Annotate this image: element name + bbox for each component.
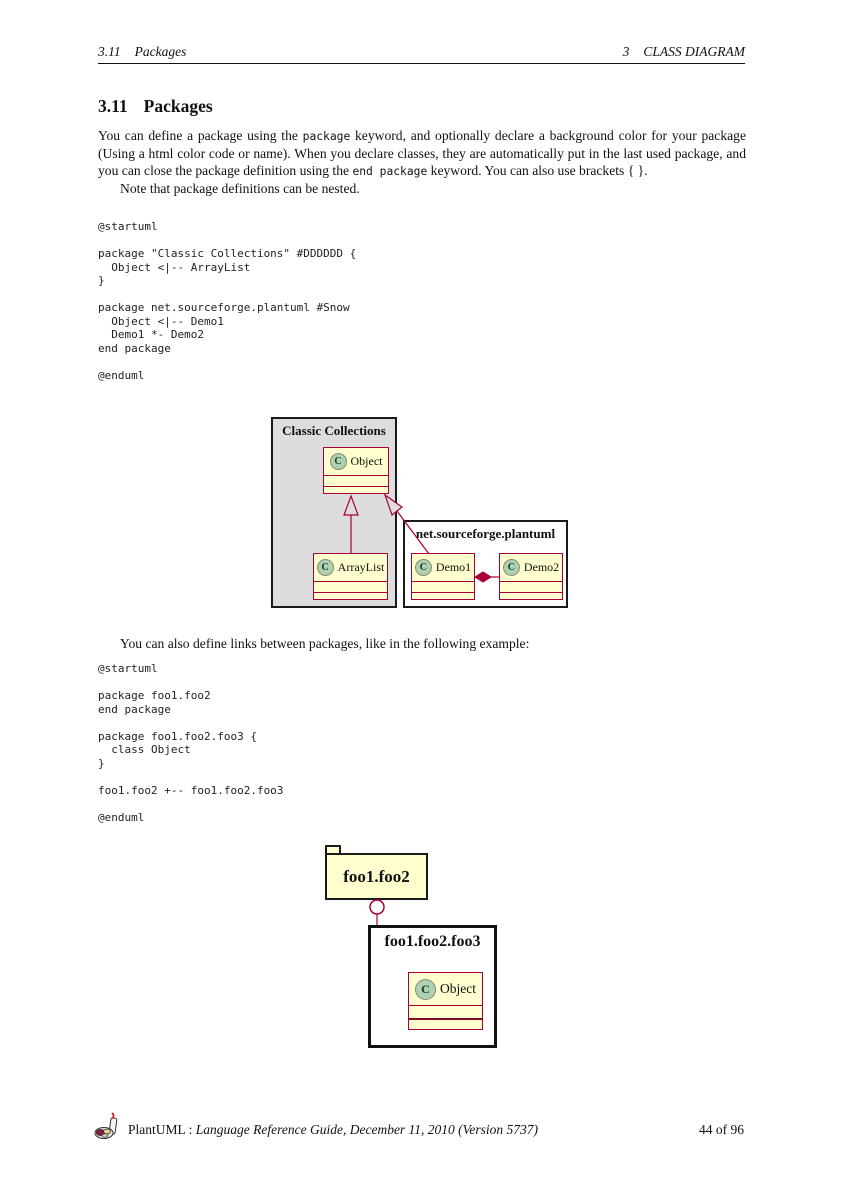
class-box-demo2: C Demo2	[499, 553, 563, 600]
class-box-arraylist: C ArrayList	[313, 553, 388, 600]
class-fields-compartment	[324, 476, 388, 487]
footer-document-title: Language Reference Guide, December 11, 2…	[195, 1122, 539, 1137]
code-block-1: @startuml package "Classic Collections" …	[98, 220, 357, 382]
section-number: 3.11	[98, 96, 128, 116]
inline-code-end-package: end package	[352, 165, 428, 178]
class-methods-compartment	[314, 593, 387, 599]
running-header-right-number: 3	[622, 44, 630, 59]
running-header-right: 3 CLASS DIAGRAM	[623, 44, 745, 60]
plantuml-logo-icon	[94, 1112, 122, 1146]
package-classic-collections-title: Classic Collections	[282, 423, 386, 438]
class-box-demo1: C Demo1	[411, 553, 475, 600]
footer-brand: PlantUML :	[128, 1122, 196, 1137]
page-number: 44 of 96	[699, 1122, 744, 1137]
class-fields-compartment	[314, 582, 387, 593]
intro-seg-3: keyword. You can also use brackets { }.	[427, 163, 648, 178]
class-methods-compartment	[412, 593, 474, 599]
class-object-name-row: C Object	[324, 448, 388, 476]
class-icon: C	[415, 978, 436, 1000]
class-demo1-label: Demo1	[435, 560, 472, 574]
class-fields-compartment	[412, 582, 474, 593]
intro-paragraph: You can define a package using the packa…	[98, 127, 746, 197]
class-demo1-name-row: C Demo1	[412, 554, 474, 582]
inline-code-package: package	[302, 130, 351, 143]
class-demo2-name-row: C Demo2	[500, 554, 562, 582]
header-rule	[98, 63, 745, 64]
package-foo1-foo2-foo3-title: foo1.foo2.foo3	[384, 933, 481, 950]
intro-text: You can define a package using the packa…	[98, 127, 746, 180]
intro-seg-2: keyword, and optionally declare a backgr…	[98, 128, 746, 178]
class-icon: C	[414, 559, 432, 576]
footer-text: PlantUML : Language Reference Guide, Dec…	[128, 1122, 538, 1138]
running-header-left: 3.11 Packages	[98, 44, 186, 60]
class-methods-compartment	[324, 487, 388, 493]
package-net-sourceforge-plantuml-title: net.sourceforge.plantuml	[415, 526, 556, 541]
anchor-circle-icon	[369, 899, 385, 915]
class-icon: C	[316, 559, 334, 576]
class-fields-compartment	[500, 582, 562, 593]
page-footer: PlantUML : Language Reference Guide, Dec…	[0, 1110, 843, 1150]
class-box-object: C Object	[323, 447, 389, 494]
class-fields-compartment	[409, 1006, 482, 1020]
links-paragraph: You can also define links between packag…	[120, 636, 530, 651]
running-header-left-number: 3.11	[98, 44, 121, 59]
package-folder-tab	[325, 845, 341, 854]
class-arraylist-name-row: C ArrayList	[314, 554, 387, 582]
class-object-label: Object	[440, 981, 476, 996]
class-object-name-row: C Object	[409, 973, 482, 1006]
class-box-object-2: C Object	[408, 972, 483, 1030]
class-icon: C	[329, 453, 347, 470]
uml-diagram-package-links: foo1.foo2 foo1.foo2.foo3 C Object	[325, 843, 505, 1053]
class-icon: C	[502, 559, 520, 576]
section-title: Packages	[143, 96, 213, 116]
package-foo1-foo2: foo1.foo2	[325, 853, 428, 900]
class-arraylist-label: ArrayList	[337, 560, 385, 574]
code-block-2: @startuml package foo1.foo2 end package …	[98, 662, 284, 824]
intro-note: Note that package definitions can be nes…	[120, 181, 360, 196]
class-demo2-label: Demo2	[523, 560, 560, 574]
class-methods-compartment	[409, 1020, 482, 1029]
uml-diagram-packages: Classic Collections net.sourceforge.plan…	[271, 417, 571, 609]
running-header-right-label: CLASS DIAGRAM	[643, 44, 745, 59]
package-foo1-foo2-title: foo1.foo2	[343, 866, 410, 886]
running-header-left-label: Packages	[134, 44, 187, 59]
class-object-label: Object	[350, 454, 383, 468]
intro-seg-1: You can define a package using the	[98, 128, 303, 143]
section-heading: 3.11 Packages	[98, 96, 213, 117]
class-methods-compartment	[500, 593, 562, 599]
